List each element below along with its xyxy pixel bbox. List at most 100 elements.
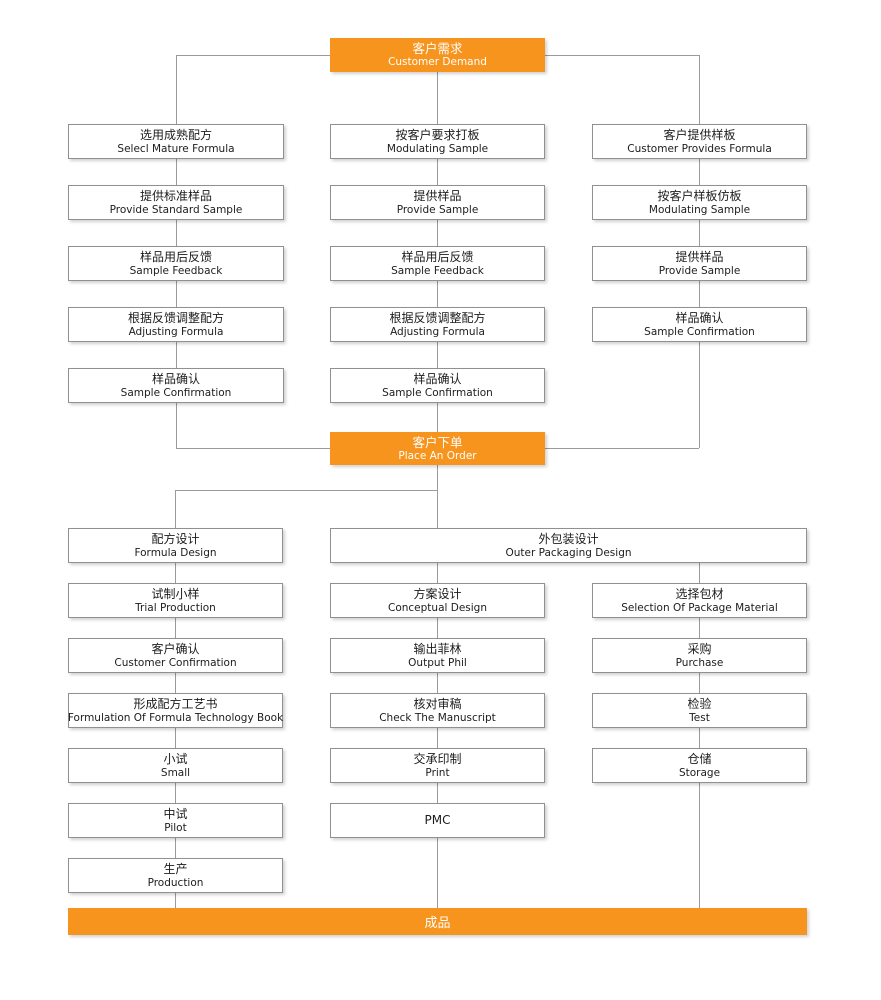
connector bbox=[175, 783, 176, 803]
node-modulating-sample-middle: 按客户要求打板 Modulating Sample bbox=[330, 124, 545, 159]
node-sample-confirmation-right: 样品确认 Sample Confirmation bbox=[592, 307, 807, 342]
node-label-zh: 成品 bbox=[424, 916, 451, 931]
node-label-zh: 外包装设计 bbox=[538, 531, 599, 546]
node-label-zh: 配方设计 bbox=[151, 531, 200, 546]
connector bbox=[176, 159, 177, 185]
node-selection-package-material: 选择包材 Selection Of Package Material bbox=[592, 583, 807, 618]
node-label-zh: 客户下单 bbox=[412, 434, 463, 450]
node-label-zh: 检验 bbox=[687, 696, 712, 711]
node-customer-demand: 客户需求 Customer Demand bbox=[330, 38, 545, 72]
node-finished-product: 成品 bbox=[68, 908, 807, 935]
connector bbox=[699, 55, 700, 124]
node-label-zh: 样品确认 bbox=[413, 371, 462, 386]
node-select-mature-formula: 选用成熟配方 Selecl Mature Formula bbox=[68, 124, 284, 159]
connector bbox=[699, 281, 700, 307]
node-label-zh: 输出菲林 bbox=[413, 641, 462, 656]
connector bbox=[699, 618, 700, 638]
node-label-zh: 样品确认 bbox=[675, 310, 724, 325]
node-label-zh: 提供样品 bbox=[413, 188, 462, 203]
connector bbox=[437, 783, 438, 803]
node-label-zh: 中试 bbox=[163, 806, 188, 821]
connector bbox=[437, 673, 438, 693]
node-provide-sample-middle: 提供样品 Provide Sample bbox=[330, 185, 545, 220]
connector bbox=[176, 55, 177, 124]
node-pilot: 中试 Pilot bbox=[68, 803, 283, 838]
node-label-en: Provide Sample bbox=[658, 264, 741, 277]
connector bbox=[699, 342, 700, 448]
node-purchase: 采购 Purchase bbox=[592, 638, 807, 673]
node-label-en: Provide Sample bbox=[396, 203, 479, 216]
node-label-zh: 生产 bbox=[163, 861, 188, 876]
node-label-en: Sample Feedback bbox=[129, 264, 223, 277]
node-label-zh: 选用成熟配方 bbox=[139, 127, 212, 142]
connector bbox=[175, 728, 176, 748]
node-label-zh: 客户确认 bbox=[151, 641, 200, 656]
connector bbox=[175, 838, 176, 858]
node-sample-feedback-middle: 样品用后反馈 Sample Feedback bbox=[330, 246, 545, 281]
node-label-en: Selecl Mature Formula bbox=[117, 142, 235, 155]
node-label-en: Pilot bbox=[164, 821, 187, 834]
node-label-zh: PMC bbox=[424, 813, 451, 827]
node-test: 检验 Test bbox=[592, 693, 807, 728]
node-label-zh: 样品确认 bbox=[151, 371, 200, 386]
connector bbox=[437, 465, 438, 528]
connector bbox=[175, 490, 437, 491]
node-storage: 仓储 Storage bbox=[592, 748, 807, 783]
connector bbox=[437, 159, 438, 185]
connector bbox=[175, 673, 176, 693]
node-label-en: Purchase bbox=[675, 656, 724, 669]
node-label-zh: 根据反馈调整配方 bbox=[127, 310, 224, 325]
node-label-zh: 按客户样板仿板 bbox=[657, 188, 742, 203]
node-modulating-sample-right: 按客户样板仿板 Modulating Sample bbox=[592, 185, 807, 220]
connector bbox=[437, 72, 438, 124]
node-label-en: Formula Design bbox=[134, 546, 217, 559]
connector bbox=[175, 563, 176, 583]
node-label-en: Print bbox=[425, 766, 450, 779]
node-conceptual-design: 方案设计 Conceptual Design bbox=[330, 583, 545, 618]
node-label-en: Modulating Sample bbox=[648, 203, 751, 216]
node-label-zh: 方案设计 bbox=[413, 586, 462, 601]
node-label-en: Formulation Of Formula Technology Book bbox=[67, 711, 284, 724]
connector bbox=[176, 342, 177, 368]
connector bbox=[699, 673, 700, 693]
connector bbox=[699, 563, 700, 583]
node-label-en: Sample Feedback bbox=[391, 264, 484, 277]
connector bbox=[175, 893, 176, 908]
node-customer-provides-formula: 客户提供样板 Customer Provides Formula bbox=[592, 124, 807, 159]
node-label-zh: 交承印制 bbox=[413, 751, 462, 766]
connector bbox=[437, 563, 438, 583]
connector bbox=[437, 728, 438, 748]
node-customer-confirmation: 客户确认 Customer Confirmation bbox=[68, 638, 283, 673]
node-place-an-order: 客户下单 Place An Order bbox=[330, 432, 545, 465]
node-label-en: Storage bbox=[678, 766, 721, 779]
node-label-zh: 试制小样 bbox=[151, 586, 200, 601]
connector bbox=[176, 220, 177, 246]
node-label-en: Test bbox=[689, 711, 710, 724]
node-provide-sample-right: 提供样品 Provide Sample bbox=[592, 246, 807, 281]
connector bbox=[437, 403, 438, 432]
connector bbox=[176, 448, 330, 449]
connector bbox=[437, 618, 438, 638]
connector bbox=[437, 220, 438, 246]
connector bbox=[437, 281, 438, 307]
node-adjusting-formula-middle: 根据反馈调整配方 Adjusting Formula bbox=[330, 307, 545, 342]
node-label-en: Modulating Sample bbox=[386, 142, 489, 155]
node-sample-feedback-left: 样品用后反馈 Sample Feedback bbox=[68, 246, 284, 281]
node-label-zh: 按客户要求打板 bbox=[395, 127, 480, 142]
connector bbox=[175, 490, 176, 528]
node-label-zh: 提供样品 bbox=[675, 249, 724, 264]
node-label-en: Customer Demand bbox=[388, 56, 487, 68]
connector bbox=[545, 448, 699, 449]
node-label-en: Selection Of Package Material bbox=[621, 601, 778, 614]
node-outer-packaging-design: 外包装设计 Outer Packaging Design bbox=[330, 528, 807, 563]
node-label-zh: 小试 bbox=[163, 751, 188, 766]
connector bbox=[176, 281, 177, 307]
connector bbox=[699, 159, 700, 185]
node-label-zh: 客户提供样板 bbox=[663, 127, 736, 142]
connector bbox=[176, 55, 330, 56]
node-label-en: Customer Confirmation bbox=[114, 656, 237, 669]
node-label-zh: 样品用后反馈 bbox=[401, 249, 474, 264]
node-label-en: Trial Production bbox=[135, 601, 216, 614]
node-label-en: Outer Packaging Design bbox=[505, 546, 632, 559]
